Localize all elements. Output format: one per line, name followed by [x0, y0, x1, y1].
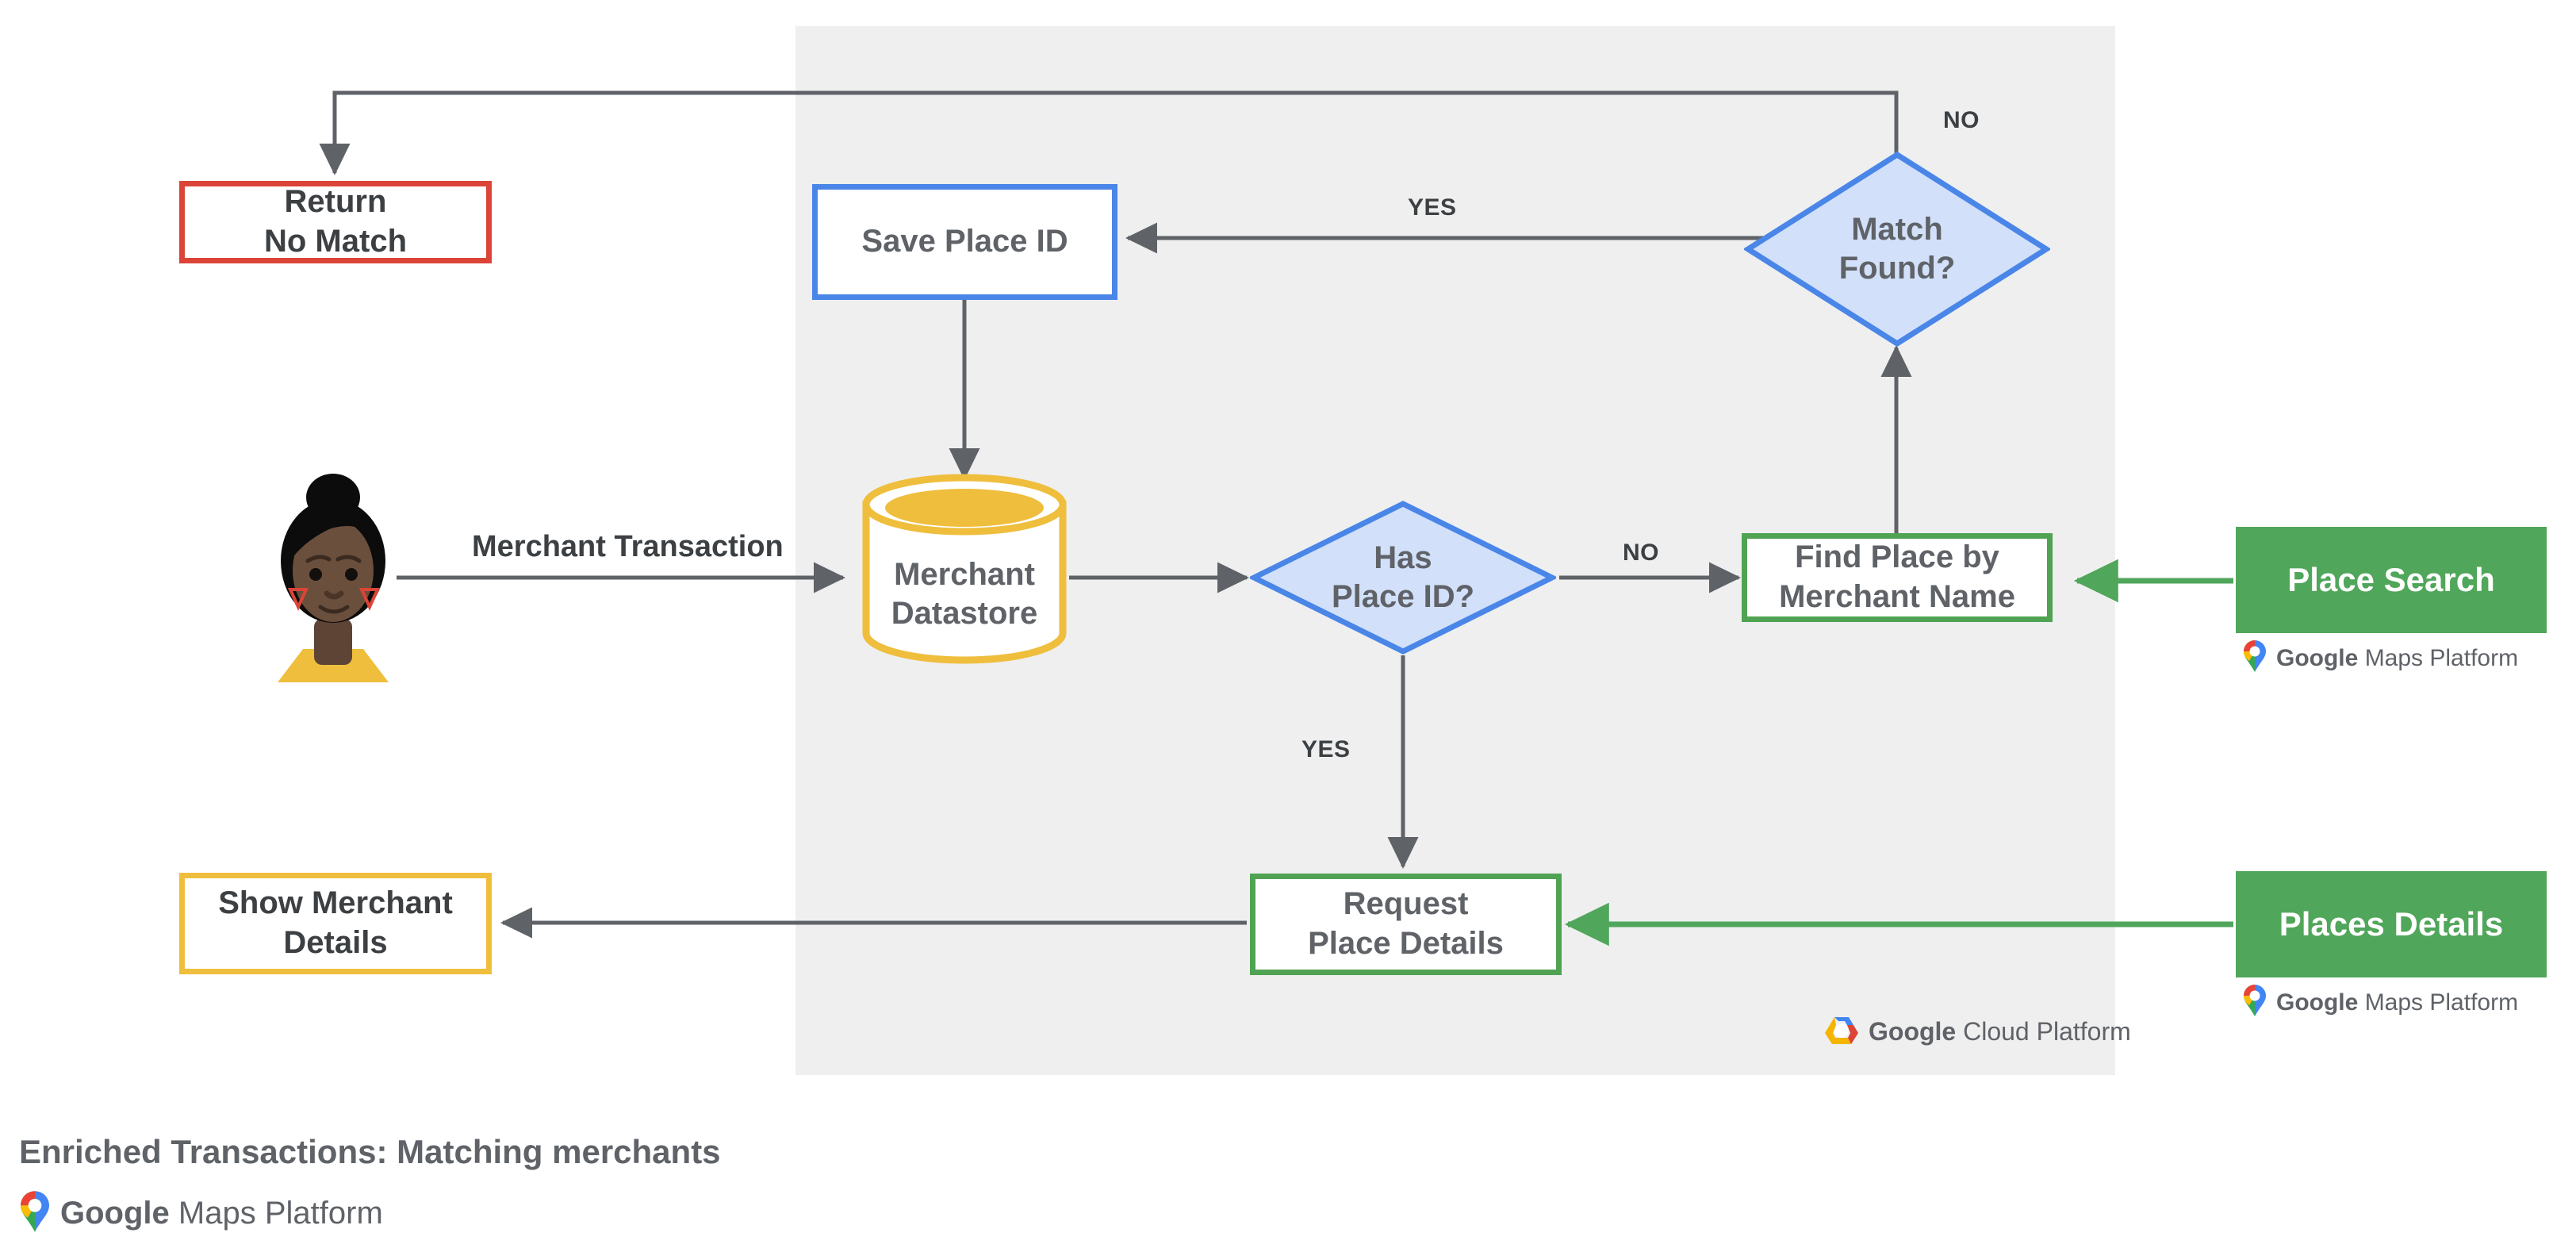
brand-google-maps-platform-footer: Google Maps Platform [17, 1190, 383, 1237]
node-return-no-match-label: Return No Match [264, 184, 407, 259]
brand-label: Google Maps Platform [2276, 644, 2519, 671]
node-has-place-id-label: Has Place ID? [1331, 540, 1475, 614]
merchant-customer-avatar [262, 464, 404, 682]
node-place-search[interactable]: Place Search [2236, 527, 2547, 633]
brand-label: Google Maps Platform [60, 1196, 383, 1231]
node-save-place-id[interactable]: Save Place ID [812, 184, 1117, 300]
google-maps-pin-icon [17, 1190, 52, 1237]
node-has-place-id[interactable]: Has Place ID? [1250, 500, 1556, 655]
edge-label-has-place-id-yes: YES [1301, 736, 1351, 762]
brand-google-maps-platform-places-details: Google Maps Platform [2241, 984, 2518, 1021]
node-places-details[interactable]: Places Details [2236, 871, 2547, 977]
node-request-place-details-label: Request Place Details [1308, 886, 1504, 961]
google-maps-pin-icon [2241, 639, 2268, 677]
google-cloud-hexagon-icon [1824, 1014, 1859, 1050]
node-match-found[interactable]: Match Found? [1744, 151, 2050, 348]
edge-label-match-found-no: NO [1943, 107, 1980, 133]
edge-label-match-found-yes: YES [1408, 194, 1457, 221]
node-request-place-details[interactable]: Request Place Details [1250, 874, 1562, 975]
node-places-details-label: Places Details [2279, 904, 2504, 943]
node-merchant-datastore[interactable]: Merchant Datastore [859, 473, 1070, 665]
node-find-place-by-merchant-name[interactable]: Find Place by Merchant Name [1742, 533, 2053, 622]
edge-label-merchant-transaction: Merchant Transaction [472, 530, 784, 563]
node-place-search-label: Place Search [2287, 560, 2495, 598]
diagram-caption: Enriched Transactions: Matching merchant… [19, 1133, 721, 1170]
node-match-found-label: Match Found? [1838, 212, 1956, 286]
node-show-merchant-details[interactable]: Show Merchant Details [179, 873, 492, 974]
node-merchant-datastore-label: Merchant Datastore [891, 557, 1038, 631]
node-find-place-by-merchant-name-label: Find Place by Merchant Name [1779, 540, 2015, 614]
node-return-no-match[interactable]: Return No Match [179, 181, 492, 263]
google-maps-pin-icon [2241, 984, 2268, 1021]
node-save-place-id-label: Save Place ID [861, 224, 1068, 259]
brand-label: Google Cloud Platform [1869, 1017, 2131, 1046]
brand-google-maps-platform-place-search: Google Maps Platform [2241, 639, 2518, 677]
brand-label: Google Maps Platform [2276, 989, 2519, 1016]
edge-label-has-place-id-no: NO [1623, 540, 1659, 566]
node-show-merchant-details-label: Show Merchant Details [218, 885, 453, 960]
brand-google-cloud-platform: Google Cloud Platform [1824, 1014, 2131, 1050]
